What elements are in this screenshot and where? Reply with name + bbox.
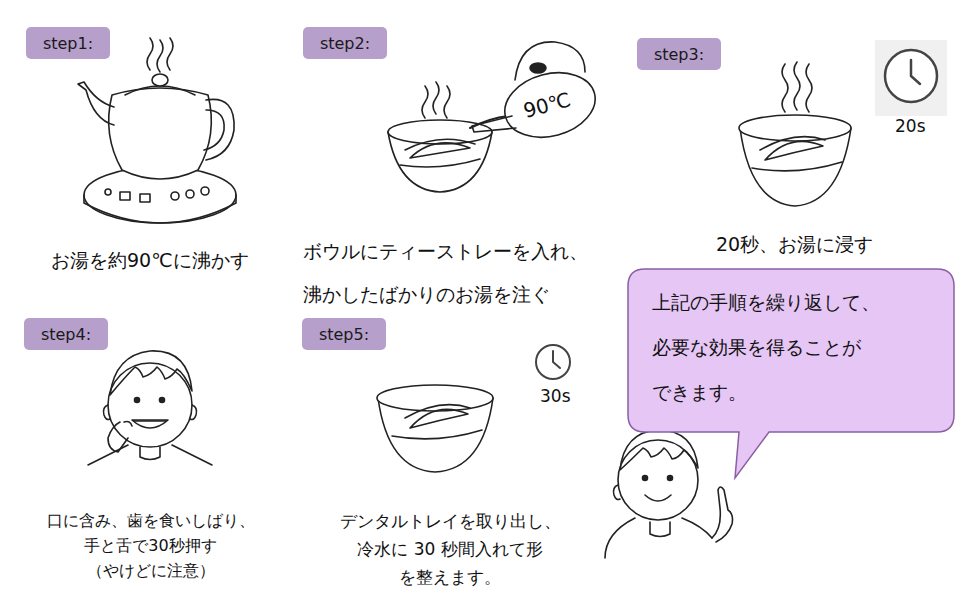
teapot-illustration [125, 86, 195, 95]
bowl-kettle-illustration [444, 86, 450, 118]
teapot-illustration [84, 195, 236, 223]
bowl-timer-illustration [782, 64, 788, 112]
pointing-boy-illustration [643, 476, 648, 481]
teapot-illustration [147, 38, 153, 70]
step-badge: step4: [24, 318, 108, 350]
teapot-illustration [204, 110, 224, 150]
pointing-boy-illustration [620, 430, 698, 470]
pointing-boy-illustration [645, 495, 671, 501]
bowl-cold-water-illustration [377, 385, 493, 411]
step-badge: step5: [302, 318, 386, 350]
bowl-timer-illustration [885, 50, 937, 102]
step-badge: step3: [637, 38, 721, 70]
bowl-kettle-illustration [498, 63, 603, 147]
boy-illustration [134, 420, 166, 422]
teapot-illustration [140, 194, 150, 202]
step-caption: 口に含み、歯を食いしばり、 手と舌で30秒押す （やけどに注意） [38, 508, 263, 583]
pointing-boy-illustration [605, 518, 712, 558]
boy-illustration [108, 422, 128, 452]
bowl-kettle-illustration [400, 159, 480, 167]
teapot-illustration [167, 38, 173, 70]
bowl-kettle-illustration [410, 143, 470, 158]
pointing-boy-illustration [614, 485, 621, 500]
boy-illustration [135, 398, 140, 403]
teapot-illustration [157, 40, 163, 72]
teapot-illustration [120, 192, 130, 200]
timer-label: 20s [895, 116, 926, 136]
bowl-cold-water-illustration [553, 351, 560, 368]
speech-bubble: 上記の手順を繰り返して、 必要な効果を得ることが できます。 [627, 268, 955, 433]
pointing-boy-illustration [712, 487, 733, 542]
boy-illustration [88, 445, 212, 465]
pointing-boy-illustration [650, 522, 670, 537]
teapot-illustration [186, 190, 194, 198]
teapot-illustration [206, 99, 234, 160]
bowl-cold-water-illustration [377, 345, 570, 472]
step-label: step4: [41, 325, 91, 344]
boy-illustration [132, 420, 168, 428]
bowl-cold-water-illustration [392, 430, 482, 439]
teapot-illustration [171, 192, 179, 200]
boy-illustration [160, 398, 165, 403]
bowl-timer-illustration [875, 40, 947, 116]
boy-illustration [108, 363, 192, 447]
step-label: step1: [43, 34, 93, 53]
step-caption: ボウルにティーストレーを入れ、 沸かしたばかりのお湯を注ぐ [303, 230, 603, 316]
timer-label: 30s [540, 386, 571, 406]
step-label: step3: [654, 45, 704, 64]
step-caption: お湯を約90℃に沸かす [51, 248, 249, 274]
step-label: step2: [320, 34, 370, 53]
bowl-cold-water-illustration [410, 409, 468, 428]
bowl-kettle-illustration [388, 42, 602, 192]
bubble-outline [628, 269, 954, 478]
bowl-kettle-illustration [515, 42, 585, 80]
teapot-illustration [105, 189, 111, 195]
boy-illustration [104, 405, 111, 420]
bowl-cold-water-illustration [536, 345, 570, 379]
step-badge: step1: [26, 27, 110, 59]
bowl-timer-illustration [765, 141, 823, 160]
teapot-illustration [201, 187, 209, 195]
bowl-timer-illustration [806, 64, 812, 112]
boy-illustration [190, 405, 197, 420]
bowl-timer-illustration [752, 162, 842, 171]
boy-illustration [124, 422, 132, 427]
step-label: step5: [319, 325, 369, 344]
boy-illustration [140, 447, 160, 460]
bowl-timer-illustration [794, 62, 800, 110]
bowl-timer-illustration [739, 40, 947, 206]
bubble-text: 上記の手順を繰り返して、 必要な効果を得ることが できます。 [652, 280, 892, 415]
bowl-kettle-illustration [472, 116, 516, 132]
teapot-illustration [152, 74, 168, 86]
step-caption: 20秒、お湯に浸す [716, 232, 873, 258]
bowl-kettle-illustration [530, 63, 546, 73]
teapot-illustration [78, 38, 236, 223]
bowl-kettle-illustration [433, 82, 439, 114]
pointing-boy-illustration [605, 430, 733, 558]
boy-illustration [110, 351, 192, 395]
pointing-boy-illustration [668, 476, 673, 481]
teapot-illustration [78, 82, 114, 125]
teapot-illustration [109, 88, 212, 179]
step-caption: デンタルトレイを取り出し、 冷水に 30 秒間入れて形 を整えます。 [320, 507, 580, 591]
bowl-kettle-illustration [422, 86, 428, 118]
boy-illustration [88, 351, 212, 465]
bowl-timer-illustration [911, 60, 920, 84]
step-badge: step2: [303, 27, 387, 59]
